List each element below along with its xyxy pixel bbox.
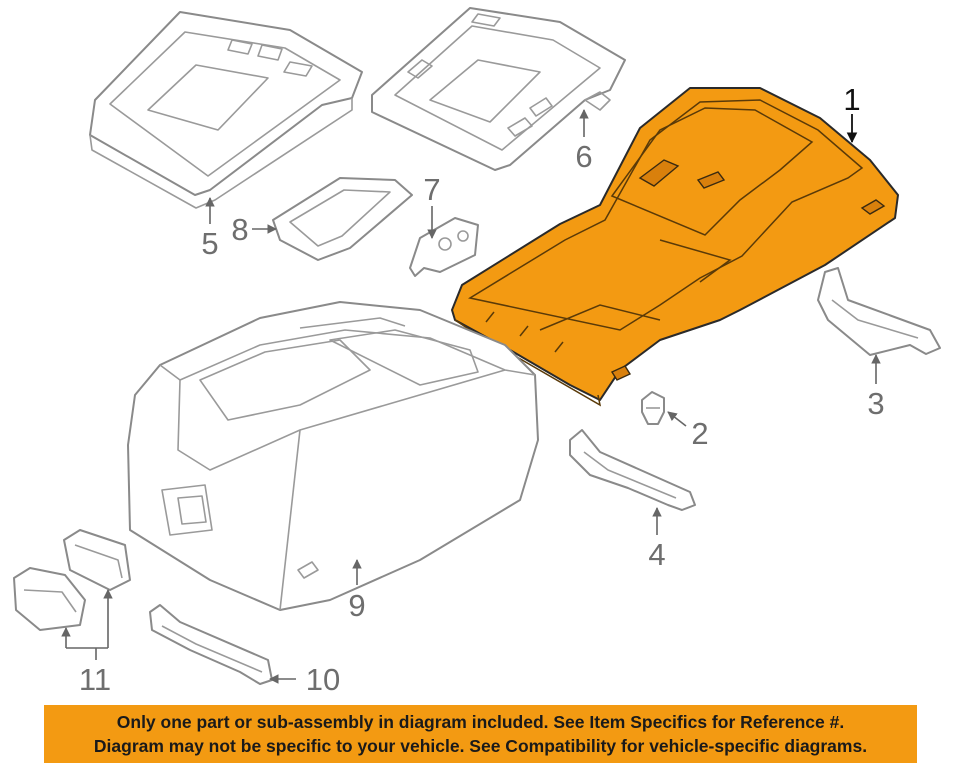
callout-1: 1 (843, 82, 860, 117)
callout-5: 5 (201, 226, 218, 261)
parts-diagram: 1 2 3 4 5 6 7 8 9 10 11 (13, 7, 941, 697)
callout-2: 2 (691, 416, 708, 451)
part-10-bracket (149, 604, 273, 685)
callout-9: 9 (348, 588, 365, 623)
callout-11: 11 (79, 662, 111, 697)
callout-6: 6 (575, 139, 592, 174)
callout-4: 4 (648, 537, 665, 572)
disclaimer-line-1: Only one part or sub-assembly in diagram… (116, 712, 845, 732)
callout-10: 10 (306, 662, 340, 697)
disclaimer-line-2: Diagram may not be specific to your vehi… (93, 736, 868, 756)
callout-7: 7 (423, 172, 440, 207)
part-11-end-caps (13, 529, 131, 631)
part-8-tray (272, 177, 413, 261)
part-4-bracket (569, 429, 696, 511)
part-1-console-base (451, 87, 899, 407)
part-3-bracket (817, 267, 941, 356)
callout-8: 8 (231, 212, 248, 247)
callout-3: 3 (867, 386, 884, 421)
part-6-shifter-trim (371, 7, 626, 171)
part-2-clip (641, 391, 665, 425)
part-7-bracket (409, 217, 479, 277)
part-9-console-body (127, 301, 539, 611)
leader-lines (61, 109, 881, 684)
disclaimer-banner: Only one part or sub-assembly in diagram… (44, 705, 917, 763)
part-5-trim-panel (89, 11, 363, 209)
